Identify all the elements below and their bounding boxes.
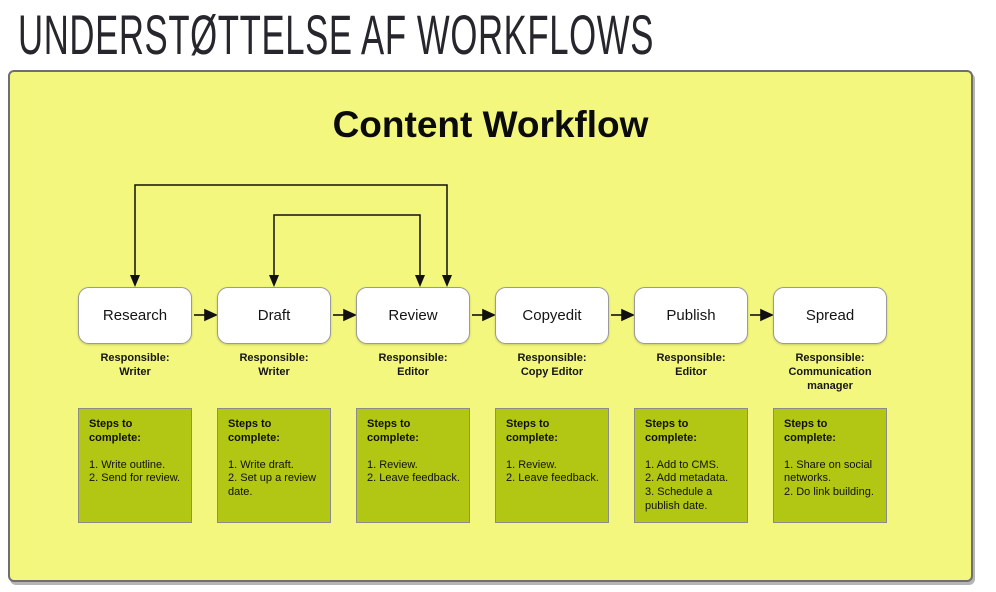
responsible-block: Responsible: Writer xyxy=(78,351,192,379)
steps-header: Steps to complete: xyxy=(228,418,280,444)
stage-name: Copyedit xyxy=(522,307,582,324)
responsible-label: Responsible: xyxy=(239,352,309,364)
steps-header: Steps to complete: xyxy=(645,418,697,444)
responsible-role: Editor xyxy=(397,366,429,379)
steps-list: 1. Share on social networks. 2. Do link … xyxy=(784,458,874,499)
stage-box: Publish xyxy=(634,287,748,344)
steps-list: 1. Review. 2. Leave feedback. xyxy=(506,458,599,485)
steps-list: 1. Review. 2. Leave feedback. xyxy=(367,458,460,485)
responsible-role: Editor xyxy=(675,366,707,379)
responsible-block: Responsible: Copy Editor xyxy=(495,351,609,379)
page-title: Understøttelse af Workflows xyxy=(18,3,654,66)
steps-header: Steps to complete: xyxy=(784,418,836,444)
stage-column-publish: Publish Responsible: Editor Steps to com… xyxy=(634,287,748,523)
steps-list: 1. Write outline. 2. Send for review. xyxy=(89,458,181,485)
stage-box: Review xyxy=(356,287,470,344)
responsible-label: Responsible: xyxy=(795,352,865,364)
responsible-role: Writer xyxy=(258,366,290,379)
stage-column-spread: Spread Responsible: Communication manage… xyxy=(773,287,887,523)
steps-box: Steps to complete: 1. Write outline. 2. … xyxy=(78,408,192,523)
responsible-role: Communication manager xyxy=(788,366,872,393)
responsible-label: Responsible: xyxy=(100,352,170,364)
stage-name: Spread xyxy=(805,307,855,324)
stage-box: Draft xyxy=(217,287,331,344)
stage-box: Copyedit xyxy=(495,287,609,344)
steps-box: Steps to complete: 1. Add to CMS. 2. Add… xyxy=(634,408,748,523)
stage-column-research: Research Responsible: Writer Steps to co… xyxy=(78,287,192,523)
steps-box: Steps to complete: 1. Share on social ne… xyxy=(773,408,887,523)
steps-header: Steps to complete: xyxy=(89,418,141,444)
responsible-role: Copy Editor xyxy=(520,366,584,379)
steps-header: Steps to complete: xyxy=(506,418,558,444)
stage-box: Research xyxy=(78,287,192,344)
responsible-block: Responsible: Editor xyxy=(634,351,748,379)
steps-box: Steps to complete: 1. Review. 2. Leave f… xyxy=(495,408,609,523)
responsible-label: Responsible: xyxy=(378,352,448,364)
responsible-block: Responsible: Editor xyxy=(356,351,470,379)
stage-column-copyedit: Copyedit Responsible: Copy Editor Steps … xyxy=(495,287,609,523)
steps-list: 1. Write draft. 2. Set up a review date. xyxy=(228,458,317,499)
steps-list: 1. Add to CMS. 2. Add metadata. 3. Sched… xyxy=(645,458,729,512)
steps-box: Steps to complete: 1. Write draft. 2. Se… xyxy=(217,408,331,523)
responsible-block: Responsible: Writer xyxy=(217,351,331,379)
stage-name: Research xyxy=(102,307,168,324)
stage-name: Publish xyxy=(666,307,716,324)
diagram-title: Content Workflow xyxy=(332,104,649,145)
stage-name: Review xyxy=(388,307,438,324)
stage-column-draft: Draft Responsible: Writer Steps to compl… xyxy=(217,287,331,523)
responsible-label: Responsible: xyxy=(656,352,726,364)
responsible-label: Responsible: xyxy=(517,352,587,364)
steps-header: Steps to complete: xyxy=(367,418,419,444)
stage-box: Spread xyxy=(773,287,887,344)
responsible-role: Writer xyxy=(119,366,151,379)
stage-column-review: Review Responsible: Editor Steps to comp… xyxy=(356,287,470,523)
responsible-block: Responsible: Communication manager xyxy=(773,351,887,393)
stage-name: Draft xyxy=(257,307,291,324)
steps-box: Steps to complete: 1. Review. 2. Leave f… xyxy=(356,408,470,523)
